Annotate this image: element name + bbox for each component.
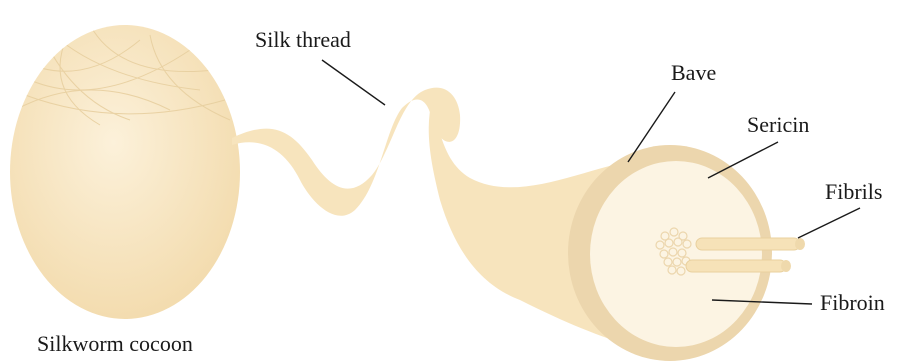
silk-thread-leader — [322, 60, 385, 105]
fibril-rod-lower — [686, 260, 786, 272]
silk-thread-label: Silk thread — [255, 27, 351, 52]
fibre-cross-section — [568, 145, 805, 361]
fibril-rod-upper — [696, 238, 800, 250]
bave-label: Bave — [671, 60, 716, 85]
cocoon-label: Silkworm cocoon — [37, 331, 193, 356]
silk-thread-strand — [232, 88, 460, 216]
fibrils-label: Fibrils — [825, 179, 882, 204]
fibrils-leader — [798, 208, 860, 238]
silkworm-cocoon — [10, 25, 240, 319]
sericin-label: Sericin — [747, 112, 809, 137]
fibroin-label: Fibroin — [820, 290, 885, 315]
